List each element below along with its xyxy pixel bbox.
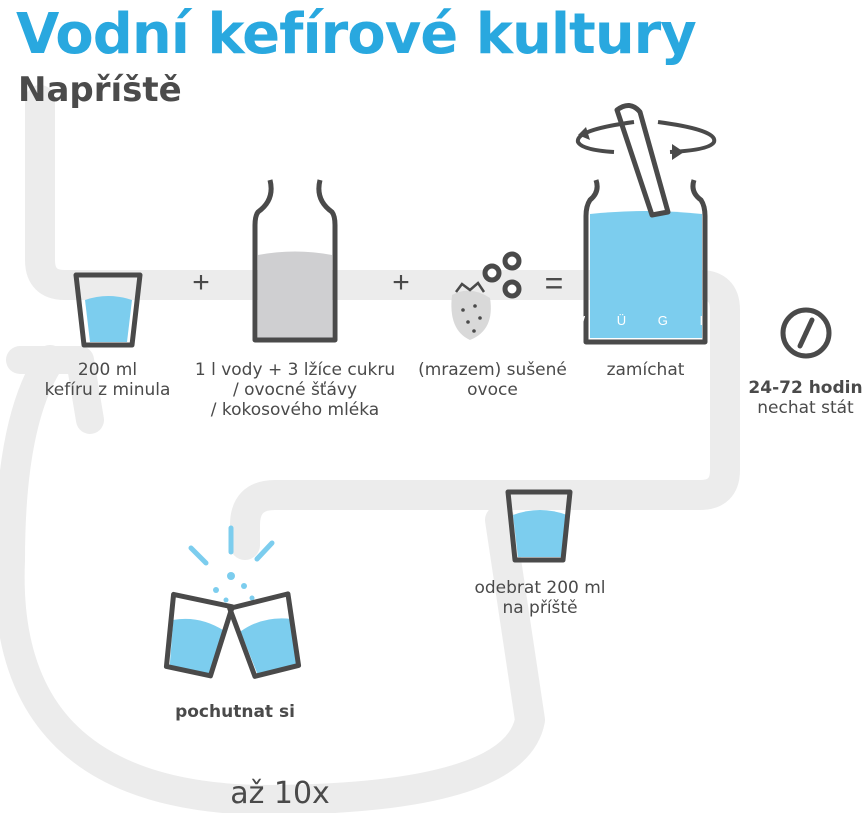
clock-icon (780, 307, 832, 359)
step-wait-line-1: 24-72 hodin (748, 378, 863, 398)
step-water-label: 1 l vody + 3 lžíce cukru / ovocné šťávy … (180, 360, 410, 420)
step-fruit-line-2: ovoce (467, 380, 518, 400)
mixing-jar-icon: W Ü G I (573, 103, 717, 345)
take-glass-icon (505, 489, 573, 563)
step-water-line-3: / kokosového mléka (210, 400, 380, 420)
dried-fruit-icon (451, 251, 522, 340)
step-mix-line-1: zamíchat (606, 360, 685, 380)
step-kefir-line-1: 200 ml (77, 360, 138, 380)
step-take-label: odebrat 200 ml na příště (460, 578, 620, 618)
kefir-glass-icon (73, 272, 143, 348)
step-kefir-label: 200 ml kefíru z minula (40, 360, 175, 400)
equals-operator: = (545, 265, 564, 301)
step-water-line-2: / ovocné šťávy (232, 380, 358, 400)
step-water-line-1: 1 l vody + 3 lžíce cukru (194, 360, 396, 380)
jar-brand-text: W Ü G I (573, 313, 717, 328)
step-kefir-line-2: kefíru z minula (44, 380, 171, 400)
page-subtitle: Napříště (18, 70, 182, 110)
bottle-icon (252, 179, 338, 343)
step-take-line-2: na příště (502, 598, 578, 618)
plus-operator-1: + (192, 266, 210, 299)
step-fruit-line-1: (mrazem) sušené (418, 360, 567, 380)
plus-operator-2: + (392, 266, 410, 299)
toast-glasses-icon (163, 525, 302, 679)
repeat-label: až 10x (230, 776, 330, 811)
step-wait-line-2: nechat stát (757, 398, 854, 418)
step-enjoy-label: pochutnat si (160, 702, 310, 722)
step-mix-label: zamíchat (588, 360, 703, 380)
step-enjoy-line-1: pochutnat si (175, 702, 295, 722)
step-take-line-1: odebrat 200 ml (474, 578, 606, 598)
step-fruit-label: (mrazem) sušené ovoce (410, 360, 575, 400)
flow-path (0, 85, 740, 813)
step-wait-label: 24-72 hodin nechat stát (744, 378, 867, 418)
page-title: Vodní kefírové kultury (16, 2, 697, 67)
